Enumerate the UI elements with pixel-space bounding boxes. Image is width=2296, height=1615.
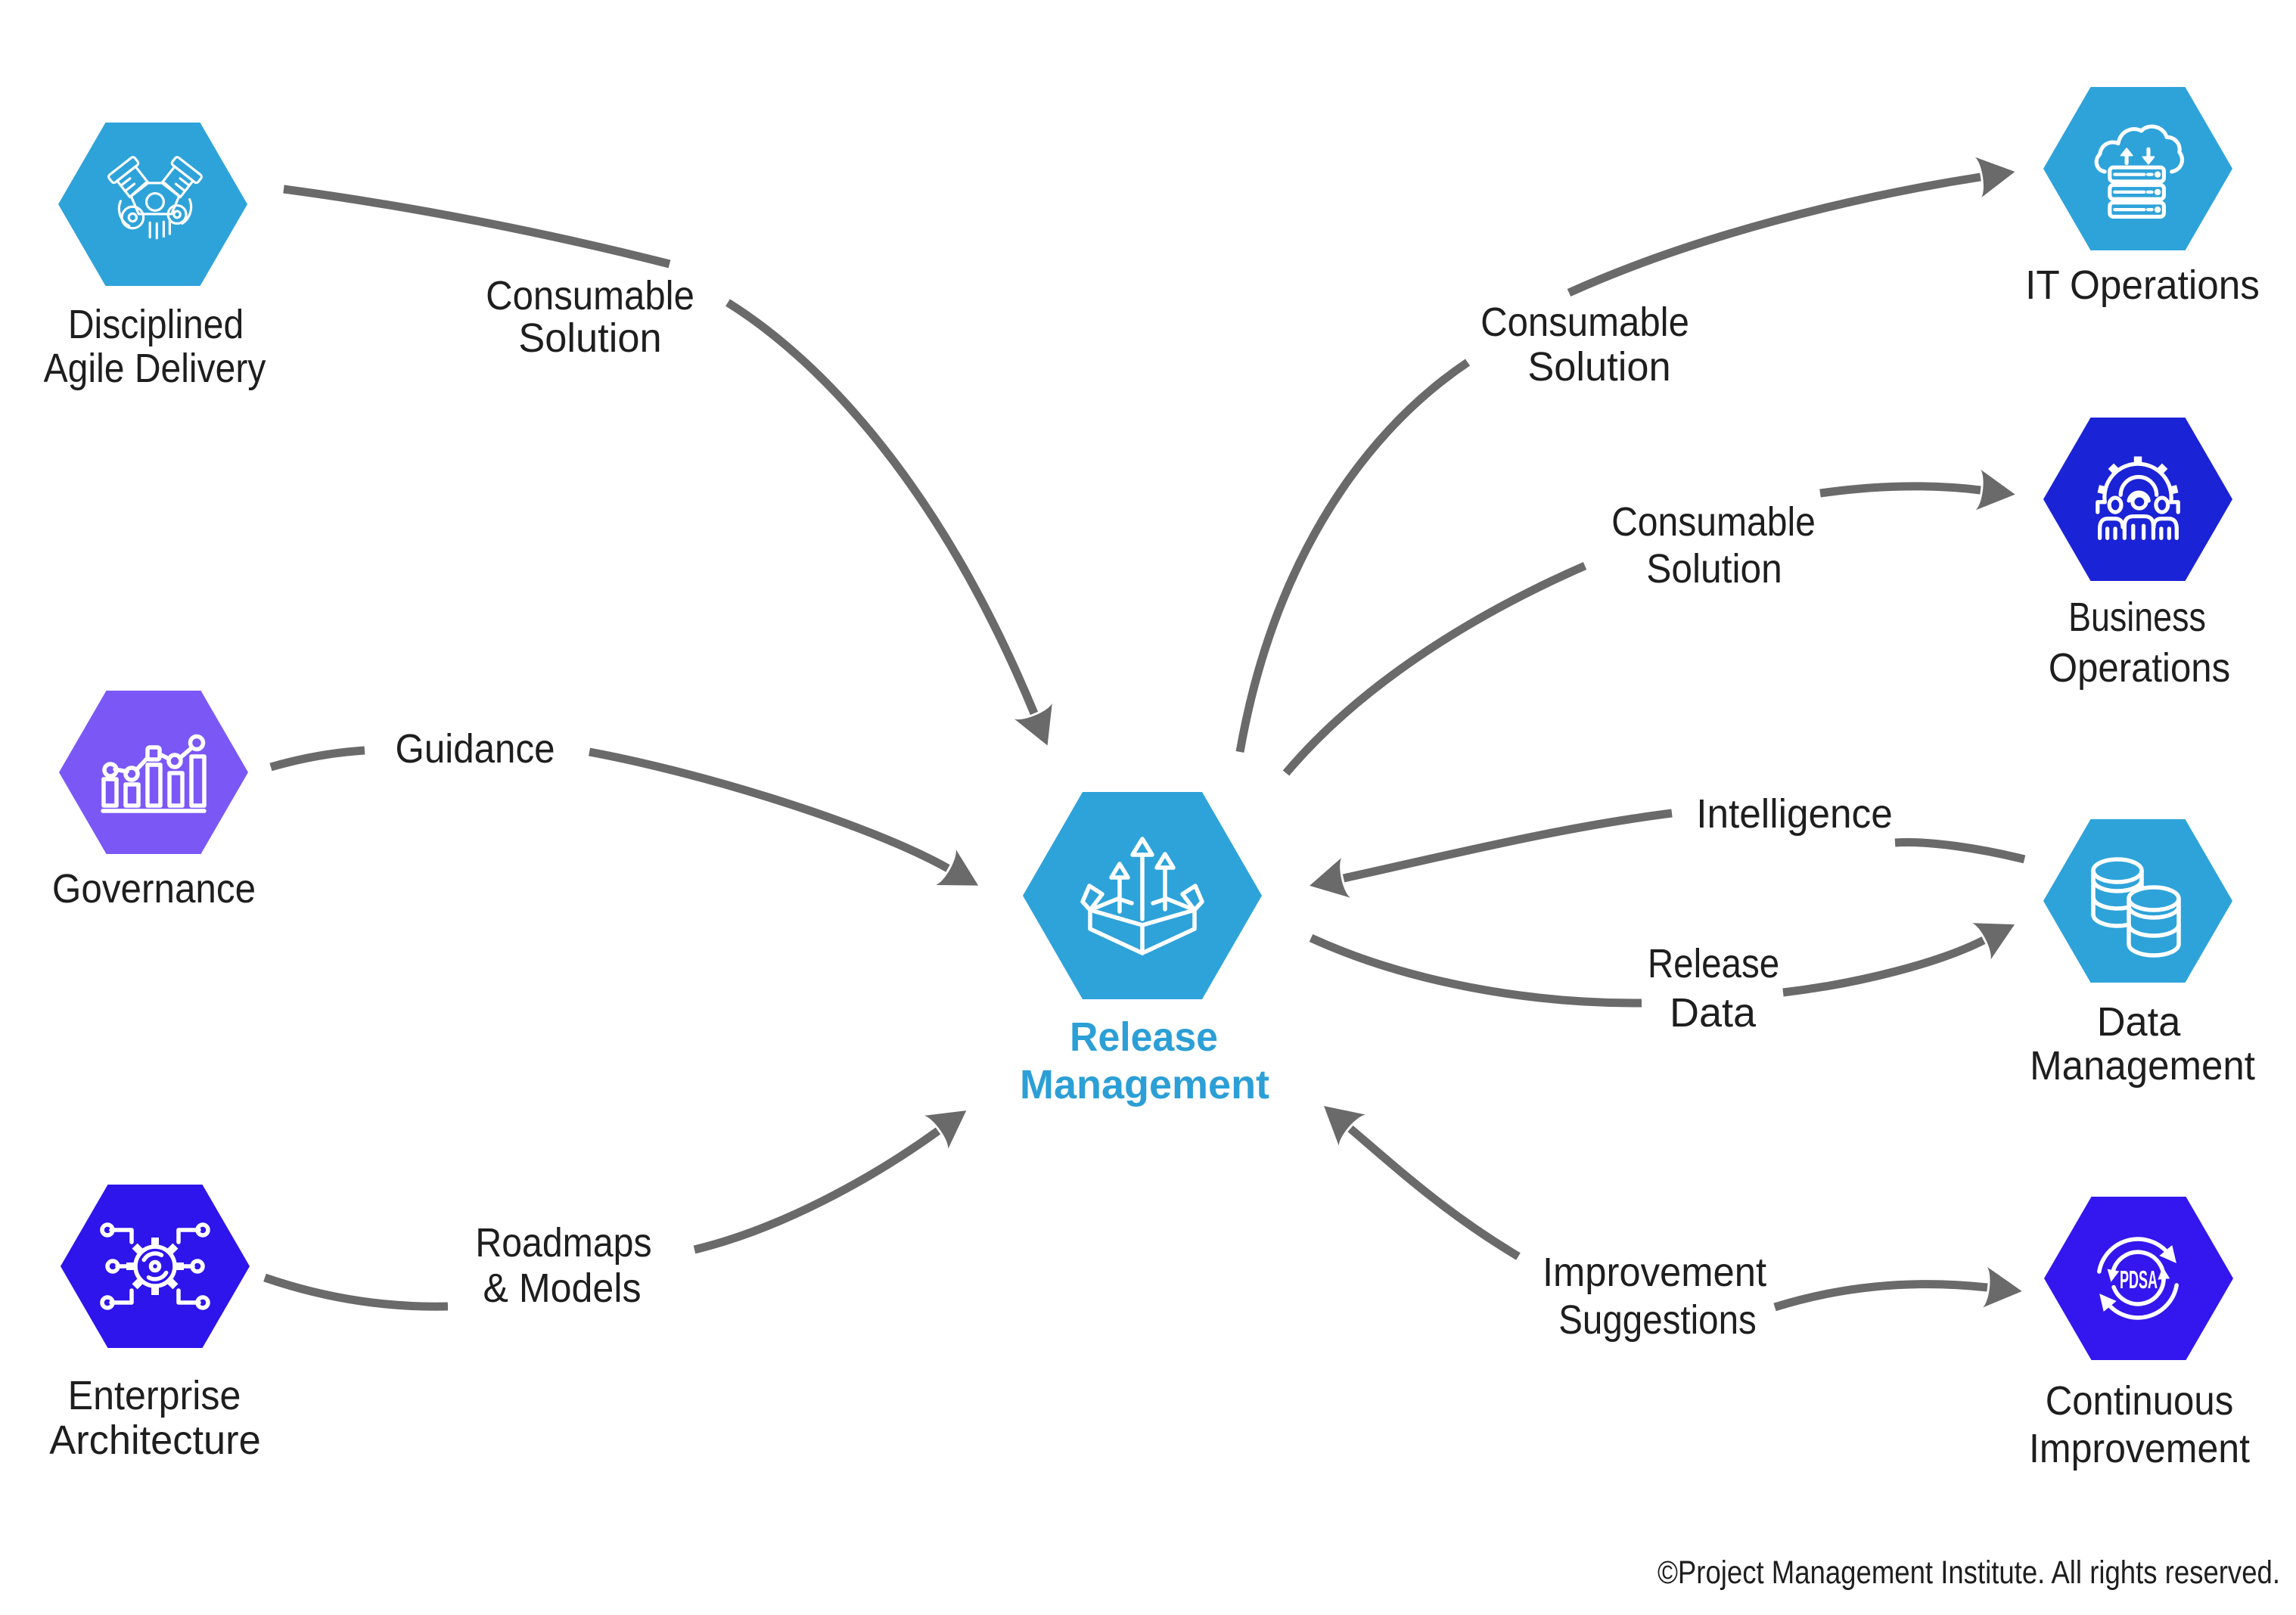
svg-text:Suggestions: Suggestions (1558, 1297, 1757, 1343)
svg-text:Governance: Governance (52, 865, 256, 912)
svg-text:Continuous: Continuous (2046, 1377, 2234, 1424)
svg-text:Management: Management (1020, 1062, 1269, 1107)
svg-text:Improvement: Improvement (1543, 1250, 1767, 1296)
svg-text:Solution: Solution (1646, 545, 1782, 591)
svg-text:Solution: Solution (1527, 344, 1670, 390)
svg-text:Guidance: Guidance (396, 725, 555, 772)
svg-text:Data: Data (2097, 999, 2181, 1045)
svg-text:Solution: Solution (518, 315, 661, 361)
svg-text:Consumable: Consumable (1611, 498, 1816, 544)
svg-text:Architecture: Architecture (49, 1418, 260, 1463)
svg-text:Operations: Operations (2049, 644, 2230, 691)
svg-text:Improvement: Improvement (2029, 1426, 2251, 1471)
svg-text:Agile Delivery: Agile Delivery (44, 345, 266, 390)
svg-text:Disciplined: Disciplined (68, 301, 244, 346)
svg-text:Consumable: Consumable (486, 272, 694, 318)
svg-text:Release: Release (1070, 1014, 1218, 1060)
svg-text:PDSA: PDSA (2120, 1266, 2158, 1294)
svg-text:Management: Management (2030, 1043, 2255, 1089)
svg-text:Roadmaps: Roadmaps (475, 1219, 651, 1265)
svg-text:& Models: & Models (483, 1266, 641, 1311)
svg-text:©Project Management Institute.: ©Project Management Institute. All right… (1658, 1554, 2280, 1590)
svg-text:Enterprise: Enterprise (68, 1373, 241, 1418)
svg-text:Release: Release (1648, 940, 1779, 986)
svg-text:Business: Business (2068, 594, 2206, 640)
svg-text:IT Operations: IT Operations (2025, 262, 2260, 308)
svg-text:Consumable: Consumable (1480, 299, 1689, 345)
svg-text:Intelligence: Intelligence (1696, 791, 1892, 837)
svg-text:Data: Data (1670, 990, 1757, 1036)
